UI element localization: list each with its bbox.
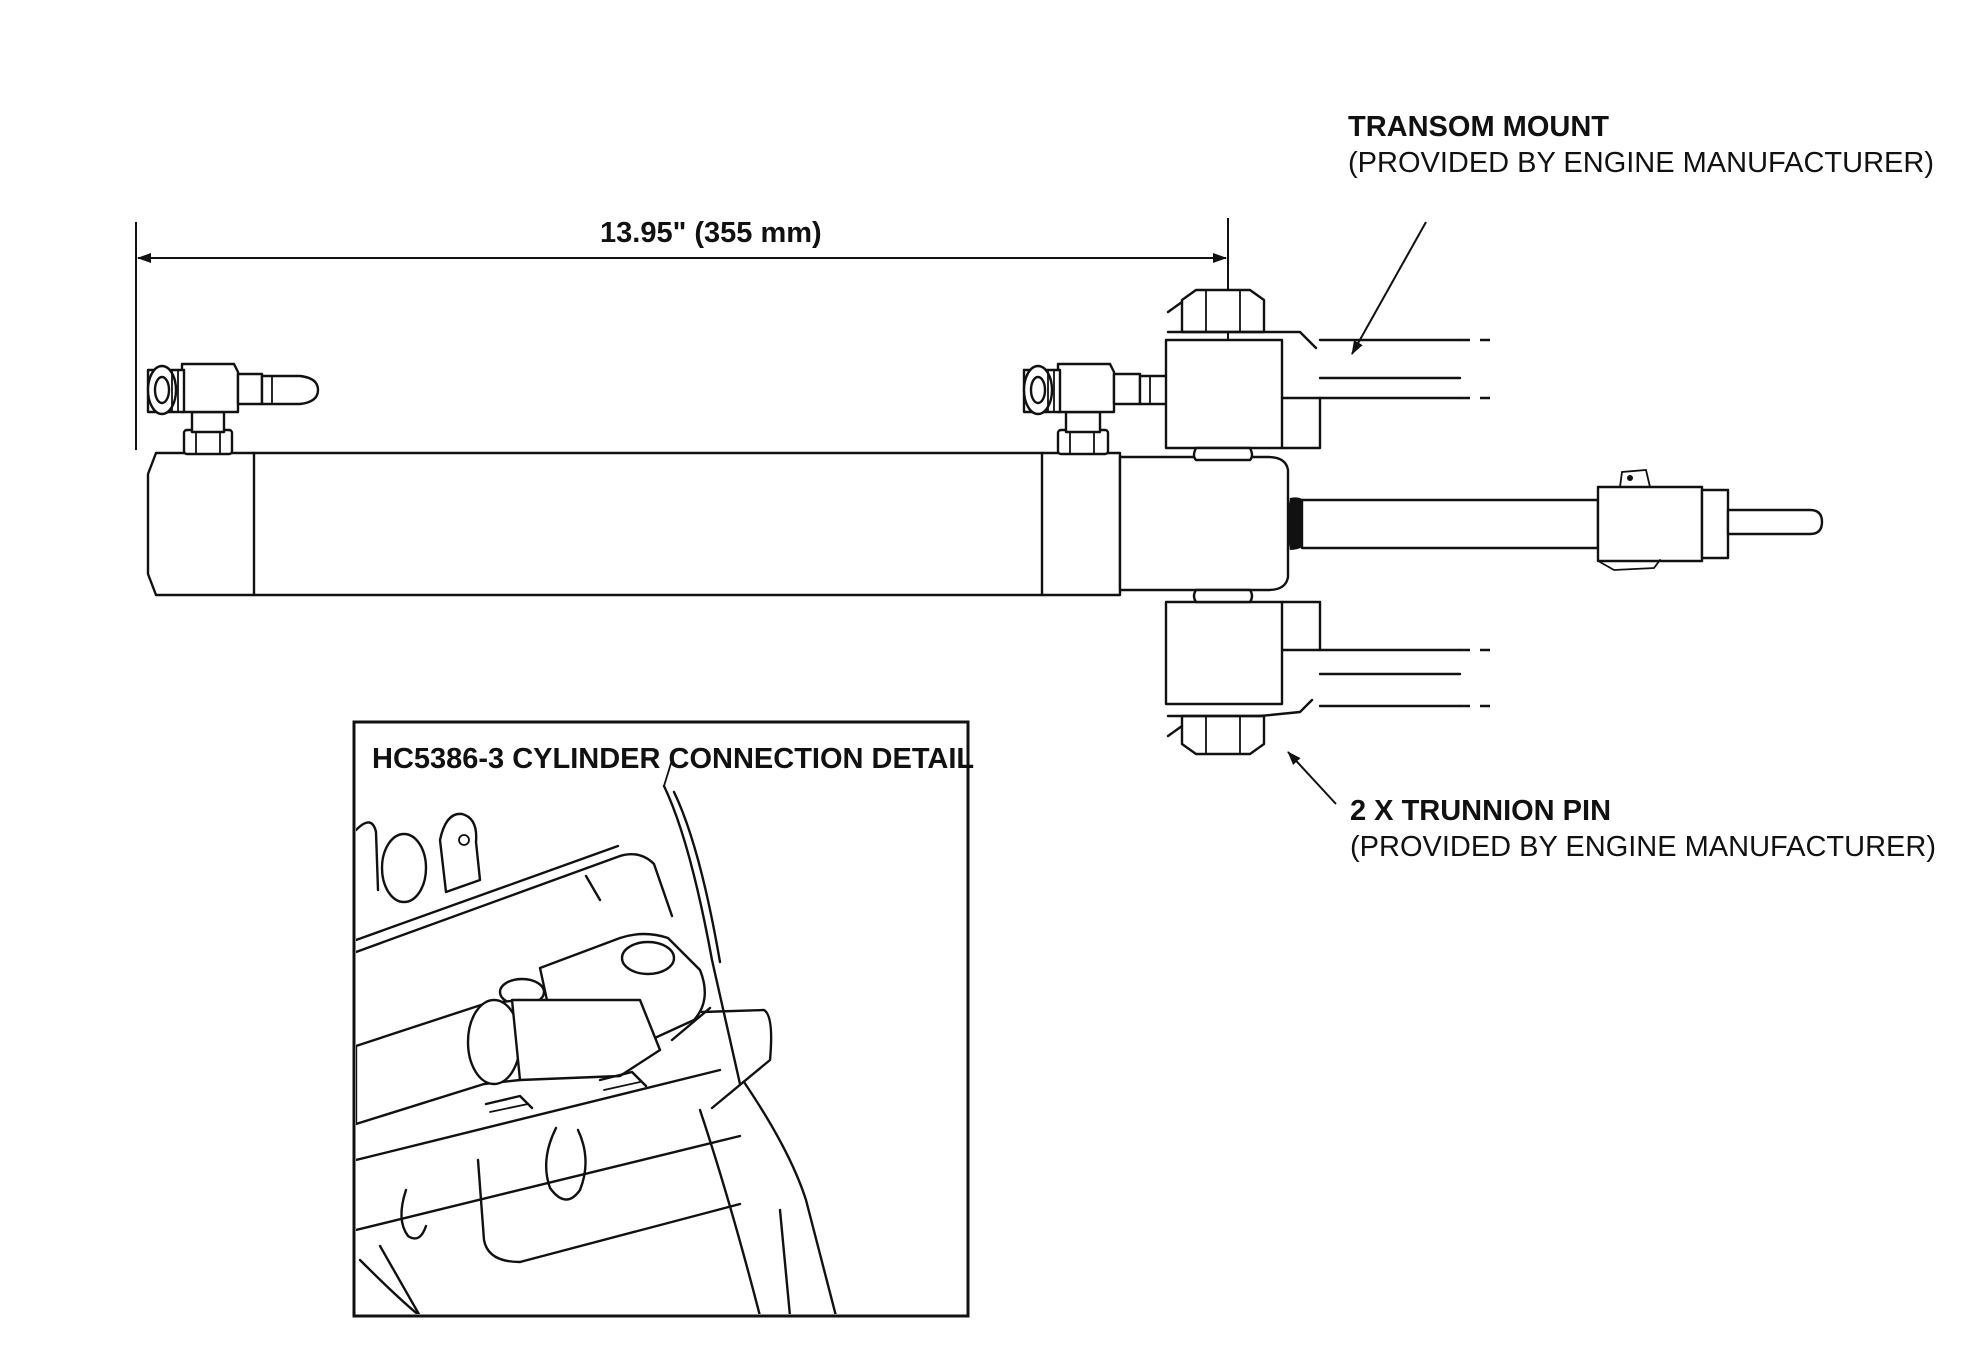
transom-mount-leader bbox=[1351, 221, 1427, 355]
dimension-label: 13.95" (355 mm) bbox=[600, 217, 822, 249]
trunnion-pin-note: (PROVIDED BY ENGINE MANUFACTURER) bbox=[1350, 831, 1936, 863]
detail-inset-title: HC5386-3 CYLINDER CONNECTION DETAIL bbox=[372, 743, 974, 775]
lower-transom-bracket bbox=[1164, 588, 1500, 756]
cylinder-gland bbox=[1118, 455, 1292, 592]
cylinder-barrel bbox=[146, 451, 1122, 597]
dimension-line bbox=[135, 218, 1229, 450]
transom-mount-title: TRANSOM MOUNT bbox=[1348, 111, 1609, 143]
left-port-fitting bbox=[146, 362, 320, 456]
transom-mount-note: (PROVIDED BY ENGINE MANUFACTURER) bbox=[1348, 147, 1934, 179]
trunnion-pin-title: 2 X TRUNNION PIN bbox=[1350, 795, 1611, 827]
piston-rod bbox=[1290, 469, 1824, 571]
detail-illustration bbox=[356, 759, 837, 1314]
trunnion-pin-leader bbox=[1287, 751, 1337, 805]
detail-inset: HC5386-3 CYLINDER CONNECTION DETAIL bbox=[352, 720, 974, 1318]
upper-transom-bracket bbox=[1164, 288, 1500, 462]
right-port-fitting bbox=[1022, 362, 1196, 456]
